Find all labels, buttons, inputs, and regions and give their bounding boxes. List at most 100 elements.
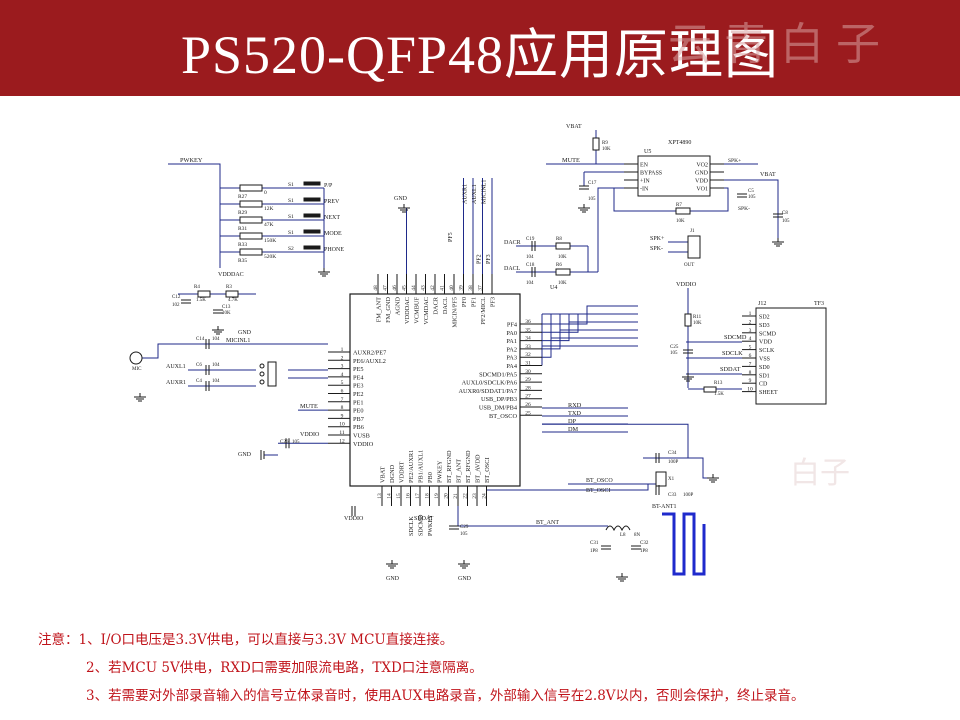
c25-value: 105 [670, 351, 678, 356]
ic-pin-number: 16 [406, 493, 412, 499]
ic-pin-name: BT_RFGND [465, 450, 472, 483]
c19-label: C19 [526, 237, 535, 242]
key-switch [303, 245, 321, 250]
net-mute-top: MUTE [562, 157, 580, 164]
net-sdcmd: SDCMD [724, 334, 747, 341]
ic-pin-name: VDDIO [353, 441, 374, 448]
ic-pin-number: 2 [341, 355, 344, 361]
ground-symbol [772, 238, 784, 247]
ic-pin-name: PE0 [353, 408, 364, 415]
sd-pin-number: 10 [747, 387, 753, 393]
r4-resistor [197, 290, 211, 298]
ic-pin-number: 15 [396, 493, 402, 499]
ic-pin-name: VBAT [380, 466, 387, 483]
bt-ant-wire [457, 506, 608, 527]
c29-label: C29 [460, 525, 469, 530]
c8-value: 105 [782, 219, 790, 224]
ic-pin-name: FM_GND [385, 297, 392, 323]
ic-pin-number: 33 [525, 344, 531, 350]
ic-pin-name: VUSB [353, 433, 370, 440]
net-vbat: VBAT [566, 124, 582, 130]
net-sddat-b: SDDAT [414, 516, 434, 522]
ic-pin-name: FM_ANT [376, 297, 383, 322]
r6-resistor [555, 268, 571, 276]
net-bt-osco: BT_OSCO [586, 478, 613, 484]
ic-pin-number: 47 [383, 285, 389, 291]
r9-label: R9 [602, 141, 608, 146]
c29-value: 105 [460, 532, 468, 537]
r3-label: R3 [226, 285, 232, 290]
ic-pin-name: AGND [395, 297, 402, 316]
ic-pin-number: 41 [440, 285, 446, 291]
ic-pin-name: BT_AVDD [475, 454, 482, 483]
r6-value: 10K [558, 281, 567, 286]
net-micinl1: MICINL1 [226, 338, 250, 344]
ic-pin-name: PF2/MICL [480, 297, 487, 325]
wire [690, 187, 729, 212]
ic-pin-name: PF3 [490, 297, 497, 307]
ic-pin-number: 26 [525, 402, 531, 408]
brand-watermark: 云青白子 [668, 19, 892, 70]
key-resistor-value: 47K [264, 222, 274, 228]
bus-wire [586, 305, 638, 324]
c19-capacitor [531, 241, 536, 251]
amp-pin-name: GND [695, 171, 709, 177]
c25-label: C25 [670, 345, 679, 350]
key-resistor [239, 248, 263, 256]
l8-value: 8N [634, 533, 641, 538]
sd-pin-number: 6 [749, 353, 752, 359]
note-line-1: 注意：1、I/O口电压是3.3V供电，可以直接与3.3V MCU直接连接。 [38, 632, 454, 648]
ic-pin-number: 28 [525, 385, 531, 391]
net-txd: TXD [568, 410, 581, 417]
ic-pin-name: PE4 [353, 374, 364, 381]
ic-pin-name: PE2/AUXR1 [408, 450, 415, 483]
sd-pin-name: CD [759, 382, 768, 388]
sd-pin-name: VSS [759, 357, 770, 363]
net-pf5: PF5 [448, 232, 454, 242]
ic-pin-number: 6 [341, 389, 344, 395]
speaker-connector-j1 [687, 235, 701, 259]
r9-value: 10K [602, 147, 611, 152]
net-bt-ant1: BT-ANT1 [652, 504, 676, 510]
key-switch-ref: S2 [288, 246, 294, 252]
ic-pin-number: 4 [341, 372, 344, 378]
wire [613, 187, 676, 212]
net-sddat: SDDAT [720, 366, 740, 373]
net-gnd-left: GND [238, 452, 252, 458]
page-title: PS520-QFP48应用原理图 [180, 25, 780, 85]
ic-pin-name: PE2 [353, 391, 364, 398]
key-switch-ref: S1 [288, 182, 294, 188]
l8-label: L8 [620, 533, 626, 538]
net-gnd-b2: GND [458, 576, 472, 582]
bus-wire [559, 329, 638, 349]
r8-resistor [555, 242, 571, 250]
wire [486, 484, 649, 506]
net-dacl: DACL [504, 266, 521, 272]
ic-pin-number: 19 [434, 493, 440, 499]
ic-pin-number: 48 [373, 285, 379, 291]
c32-capacitor [631, 545, 641, 550]
ic-pin-name: PB7 [353, 416, 364, 423]
ic-pin-number: 1 [341, 347, 344, 353]
ic-pin-number: 40 [449, 285, 455, 291]
net-gnd-b1: GND [386, 576, 400, 582]
c5-capacitor [737, 193, 747, 198]
ic-pin-name: PF1 [471, 297, 478, 307]
c14-label: C14 [196, 337, 205, 342]
net-spk-plus-2: SPK+ [650, 236, 665, 242]
key-switch [303, 229, 321, 234]
key-switch [303, 181, 321, 186]
sd-pin-name: VDD [759, 340, 773, 346]
ic-pin-name: AUXL0/SDCLK/PA6 [462, 380, 517, 387]
sd-card-connector [755, 307, 827, 405]
ic-pin-number: 25 [525, 410, 531, 416]
r6-label: R6 [556, 263, 562, 268]
ic-ref-label: U4 [550, 285, 557, 291]
wire [587, 246, 598, 273]
wire [542, 423, 689, 458]
r13-label: R13 [714, 381, 723, 386]
amp-ref-label: U5 [644, 149, 651, 155]
c34-label: C34 [668, 451, 677, 456]
ic-pin-name: PE3 [353, 383, 364, 390]
net-pwkey: PWKEY [180, 157, 203, 164]
